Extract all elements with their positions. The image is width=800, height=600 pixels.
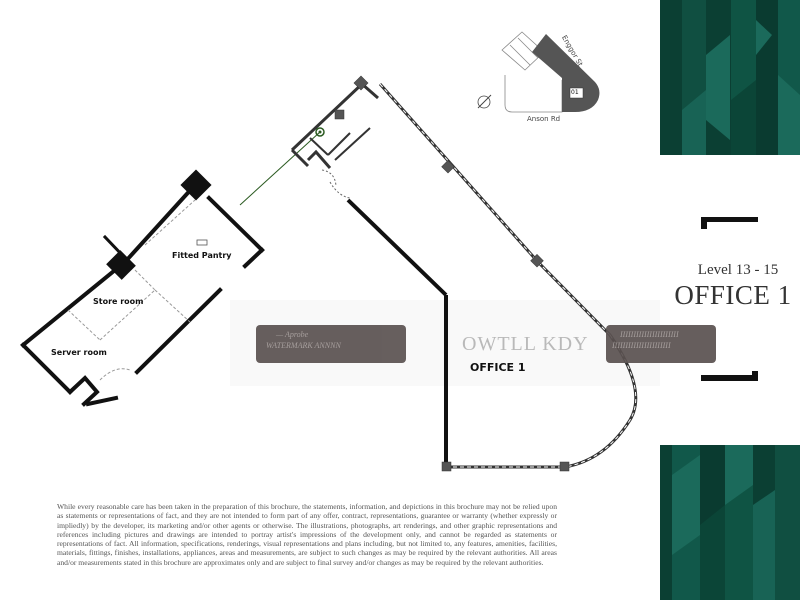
watermark-right: IIIIIIIIIIIIIIIIIIIIII IIIIIIIIIIIIIIIII… [606, 325, 716, 363]
level-range: Level 13 - 15 [697, 262, 779, 278]
watermark-line: WATERMARK ANNNN [266, 341, 341, 350]
street-label-anson: Anson Rd [527, 115, 561, 123]
watermark-line: IIIIIIIIIIIIIIIIIIIIII [612, 341, 671, 350]
bracket-top [701, 217, 758, 222]
bracket-top-tick [701, 217, 707, 229]
brand-pattern-top [660, 0, 800, 155]
room-label-store: Store room [93, 297, 144, 306]
bracket-bottom [701, 375, 758, 381]
room-label-pantry: Fitted Pantry [172, 251, 232, 260]
room-label-office: OFFICE 1 [470, 361, 526, 374]
watermark-left: — Aprobe WATERMARK ANNNN [256, 325, 406, 363]
watermark-line: — Aprobe [276, 330, 309, 339]
watermark-line: IIIIIIIIIIIIIIIIIIIIII [620, 330, 679, 339]
key-plan: Enggor St Anson Rd 01 [470, 20, 650, 140]
ghost-overlay-text: OWTLL KDY [462, 333, 589, 355]
room-label-server: Server room [51, 348, 107, 357]
brand-pattern-bottom [660, 445, 800, 600]
legal-disclaimer: While every reasonable care has been tak… [57, 502, 557, 567]
bracket-bottom-tick [752, 371, 758, 381]
unit-tag: 01 [571, 89, 579, 96]
unit-title: OFFICE 1 [674, 280, 792, 310]
